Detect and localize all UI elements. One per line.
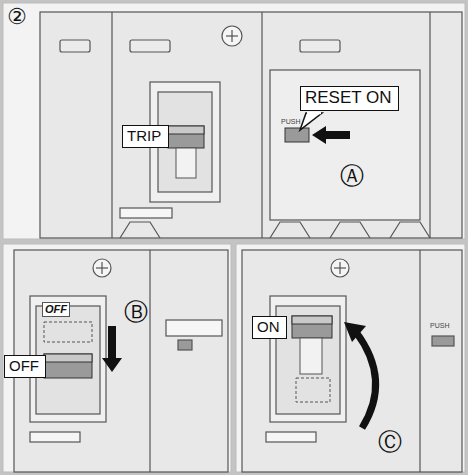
panel bbox=[236, 244, 465, 472]
move-arrow-head bbox=[344, 322, 366, 342]
step-number: ② bbox=[7, 6, 27, 28]
callout-text: OFF bbox=[9, 357, 39, 374]
toggle-handle bbox=[44, 354, 92, 378]
move-arrow bbox=[102, 326, 122, 372]
callout-text: ON bbox=[257, 318, 280, 335]
panel bbox=[3, 244, 231, 472]
breaker-body bbox=[242, 250, 462, 472]
callout-letter: Ⓑ bbox=[124, 300, 148, 324]
breaker-body bbox=[40, 12, 462, 238]
panel bbox=[3, 3, 465, 239]
handle-marking: OFF bbox=[42, 302, 70, 317]
push-arrow bbox=[312, 126, 350, 144]
callout-box: RESET ON bbox=[300, 86, 399, 111]
callout-pointer bbox=[300, 113, 322, 130]
callout-letter: Ⓐ bbox=[340, 164, 364, 188]
button-marking: PUSH bbox=[281, 118, 300, 125]
callout-text: RESET ON bbox=[305, 88, 392, 107]
previous-position bbox=[296, 378, 330, 402]
callout-box: ON bbox=[252, 316, 287, 339]
toggle-handle bbox=[292, 316, 332, 374]
reset-button bbox=[285, 128, 309, 142]
callout-box: TRIP bbox=[122, 125, 169, 148]
move-arrow bbox=[356, 332, 376, 428]
breaker-body bbox=[14, 250, 228, 472]
button-marking: PUSH bbox=[430, 322, 449, 329]
callout-joint bbox=[307, 112, 321, 115]
toggle-handle bbox=[168, 126, 204, 178]
callout-box: OFF bbox=[4, 355, 46, 378]
callout-letter: Ⓒ bbox=[378, 430, 402, 454]
previous-position bbox=[44, 322, 92, 342]
callout-text: TRIP bbox=[127, 127, 161, 144]
